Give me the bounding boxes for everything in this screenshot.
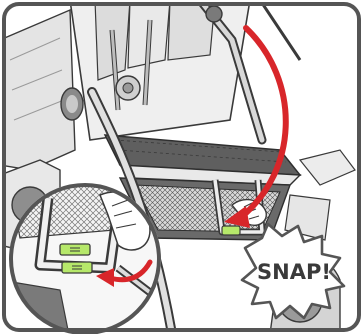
frame-clip-highlight xyxy=(222,226,240,235)
inset-clip-top xyxy=(60,244,90,255)
inset-clip-bottom xyxy=(62,262,92,273)
snap-callout-text: SNAP! xyxy=(257,260,331,284)
